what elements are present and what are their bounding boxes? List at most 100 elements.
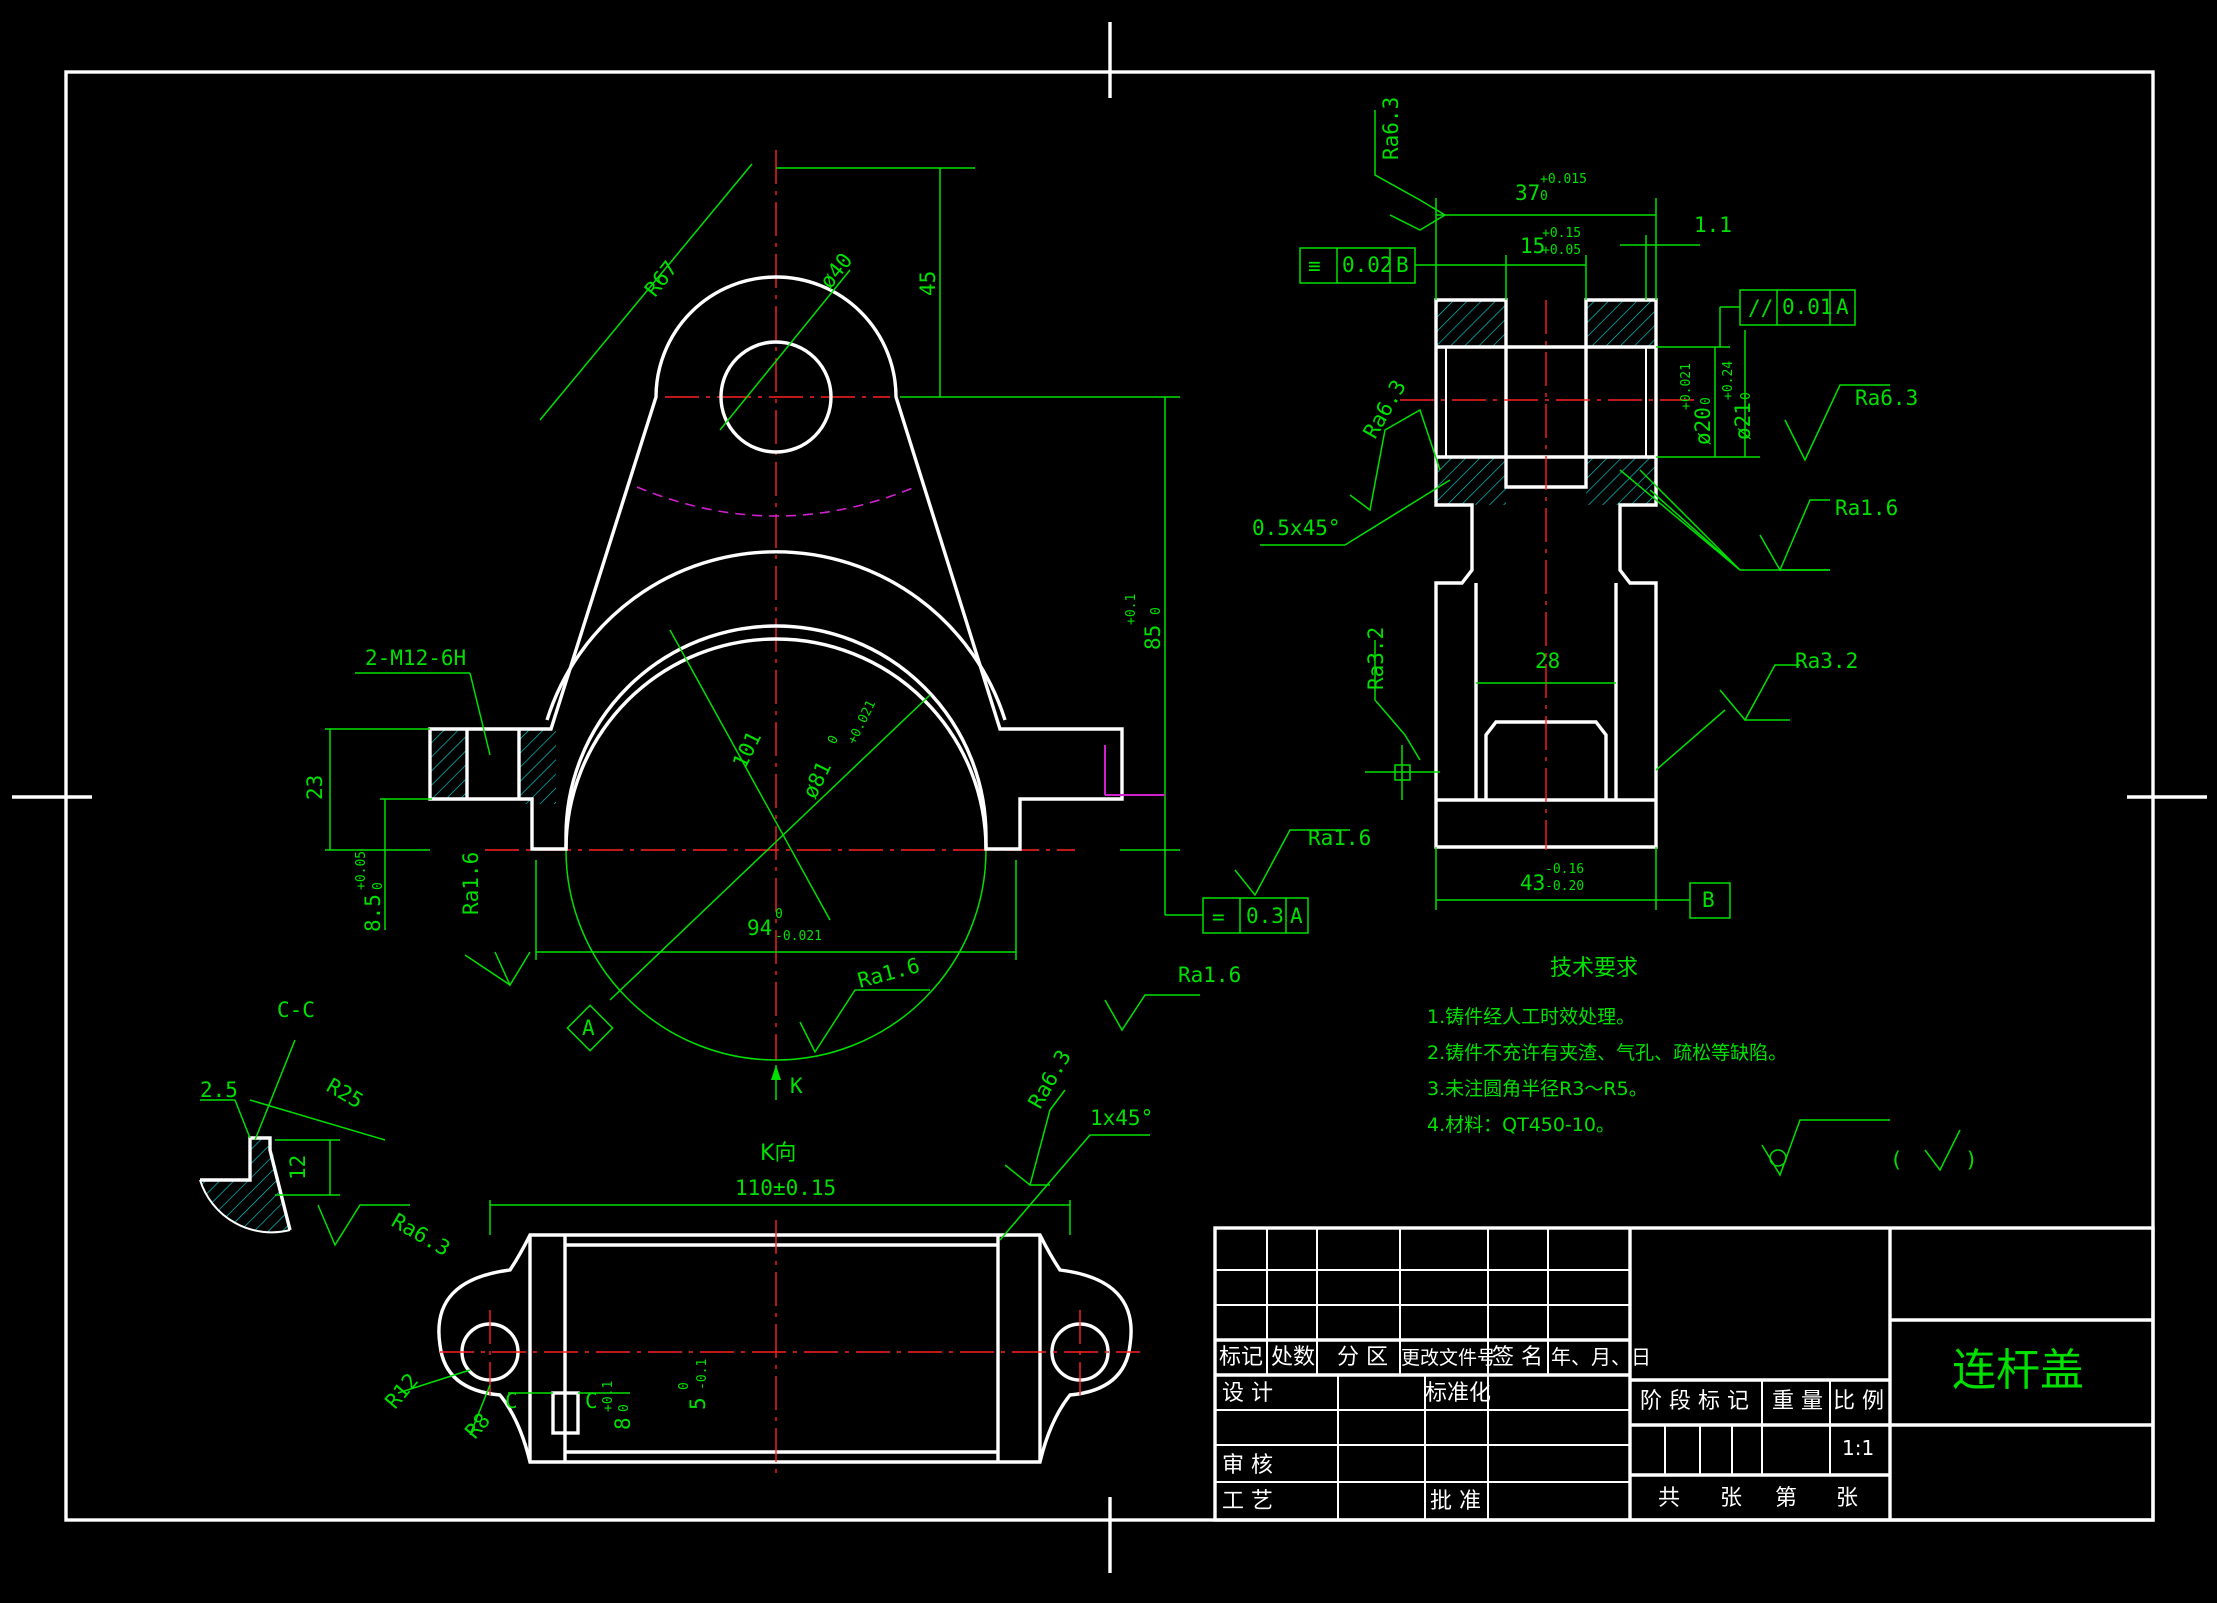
tech-item-2: 2.铸件不充许有夹渣、气孔、疏松等缺陷。: [1427, 1042, 1787, 1064]
tb-review: 审 核: [1222, 1453, 1273, 1478]
dim-94-tol-low: -0.021: [775, 929, 822, 944]
tb-signature: 签 名: [1492, 1345, 1543, 1370]
side-outline: [1434, 298, 1658, 849]
tech-item-1: 1.铸件经人工时效处理。: [1427, 1006, 1635, 1028]
tb-scale-label: 比 例: [1833, 1389, 1884, 1414]
part-name: 连杆盖: [1952, 1345, 2084, 1396]
dim-37: 37: [1515, 181, 1540, 205]
other-roughness: ( ): [1761, 1119, 1978, 1177]
dim-h85-tol: +0.1: [1124, 594, 1139, 625]
ra-top: Ra6.3: [1379, 97, 1403, 160]
tb-sheet-mid: 张: [1720, 1486, 1742, 1511]
dim-43-tol: -0.16: [1545, 862, 1584, 877]
section-cc: [199, 1039, 410, 1247]
ra-k: Ra6.3: [1024, 1046, 1076, 1113]
tb-date: 年、月、日: [1551, 1345, 1651, 1369]
ra-1-6: Ra1.6: [1835, 496, 1898, 520]
dim-r25: R25: [323, 1074, 368, 1114]
dim-r12: R12: [380, 1369, 423, 1413]
dim-5-tol-low: -0.1: [695, 1359, 710, 1390]
tb-design: 设 计: [1222, 1381, 1273, 1406]
tb-mark: 标记: [1219, 1345, 1263, 1370]
fcf-par-value: 0.01: [1782, 295, 1833, 319]
chamfer-label: 0.5x45°: [1252, 516, 1341, 540]
dim-8-tol-low: 0: [617, 1404, 632, 1412]
dim-43: 43: [1520, 871, 1545, 895]
dim-94-tol-up: 0: [775, 907, 783, 922]
ra-cc: Ra6.3: [388, 1209, 455, 1261]
symmetry-symbol: ≡: [1308, 254, 1321, 278]
dim-r8: R8: [460, 1408, 495, 1443]
fcf-par-datum: A: [1836, 295, 1849, 319]
front-outline: [428, 275, 1124, 851]
k-view: [397, 1089, 1150, 1475]
dim-d81-tol: +0.021: [845, 698, 879, 747]
dim-d20-tol-low: 0: [1699, 397, 1714, 405]
tech-item-3: 3.未注圆角半径R3～R5。: [1427, 1078, 1648, 1100]
thread-callout: 2-M12-6H: [365, 646, 466, 670]
fcf-sym-datum: B: [1396, 253, 1409, 277]
dim-94: 94: [747, 916, 772, 940]
dim-5-tol: 0: [677, 1382, 692, 1390]
dim-r67: R67: [640, 256, 682, 301]
dim-15-tol: +0.15: [1542, 226, 1581, 241]
tb-sheet-end: 张: [1836, 1486, 1858, 1511]
ra-flatness: Ra1.6: [1308, 826, 1371, 850]
dim-101: 101: [728, 728, 766, 773]
c-right: C: [585, 1389, 598, 1413]
k-arrow-label: K: [790, 1074, 803, 1098]
dim-d21: ø21: [1731, 402, 1755, 440]
front-view: [325, 150, 1350, 1100]
tb-count: 处数: [1271, 1345, 1315, 1370]
title-block: [1213, 1226, 2155, 1522]
tb-approve: 批 准: [1430, 1489, 1481, 1514]
dim-5: 5: [686, 1397, 710, 1410]
phantom-arc: [636, 486, 916, 517]
dim-8-tol: +0.1: [601, 1381, 616, 1412]
drawing-frame: [12, 22, 2207, 1573]
ra-left: Ra6.3: [1359, 376, 1411, 443]
paren-close: ): [1965, 1148, 1978, 1172]
ra-right: Ra6.3: [1855, 386, 1918, 410]
dim-d81-tol-low: 0: [825, 733, 842, 747]
k-view-label: K向: [760, 1141, 796, 1166]
c-left: C: [505, 1389, 518, 1413]
tb-scale-value: 1:1: [1842, 1436, 1874, 1460]
ra32-right: Ra3.2: [1795, 649, 1858, 673]
chamfer-k: 1x45°: [1090, 1106, 1153, 1130]
dim-43-tol-low: -0.20: [1545, 879, 1584, 894]
dim-d20: ø20: [1691, 407, 1715, 445]
tb-process: 工 艺: [1222, 1489, 1273, 1514]
dim-h45: 45: [916, 271, 940, 296]
fcf-sym-value: 0.02: [1342, 253, 1393, 277]
dim-8: 8: [611, 1417, 635, 1430]
ra-right: Ra1.6: [1178, 963, 1241, 987]
tech-item-4: 4.材料：QT450-10。: [1427, 1114, 1615, 1136]
dim-28: 28: [1535, 649, 1560, 673]
datum-a: A: [582, 1016, 595, 1040]
fcf-value: 0.3: [1246, 904, 1284, 928]
dim-8-5-tol: +0.05: [354, 851, 369, 890]
datum-b: B: [1702, 888, 1715, 912]
dim-12: 12: [286, 1155, 310, 1180]
tb-zone: 分 区: [1337, 1345, 1388, 1370]
ra-left: Ra1.6: [459, 852, 483, 915]
small-bore: [719, 340, 833, 454]
tb-sheet-of: 第: [1775, 1486, 1797, 1511]
dim-15: 15: [1520, 234, 1545, 258]
dim-37-tol: +0.015: [1540, 172, 1587, 187]
dim-1-1: 1.1: [1694, 213, 1732, 237]
tb-sheet-total: 共: [1658, 1486, 1680, 1511]
dim-110: 110±0.15: [735, 1176, 836, 1200]
tb-stage: 阶 段 标 记: [1640, 1389, 1749, 1414]
tb-standardize: 标准化: [1425, 1381, 1491, 1406]
paren-open: (: [1890, 1148, 1903, 1172]
dim-h85: 85: [1141, 625, 1165, 650]
side-view: [1260, 110, 1890, 919]
tb-weight: 重 量: [1772, 1389, 1823, 1414]
tech-requirements: 技术要求 1.铸件经人工时效处理。 2.铸件不充许有夹渣、气孔、疏松等缺陷。 3…: [1427, 956, 1787, 1136]
dim-15-tol-low: +0.05: [1542, 243, 1581, 258]
side-view-labels: Ra6.3 37 +0.015 0 15 +0.15 +0.05 1.1 ≡ 0…: [1252, 97, 1918, 912]
dim-23: 23: [303, 775, 327, 800]
parallel-symbol: //: [1748, 296, 1773, 320]
